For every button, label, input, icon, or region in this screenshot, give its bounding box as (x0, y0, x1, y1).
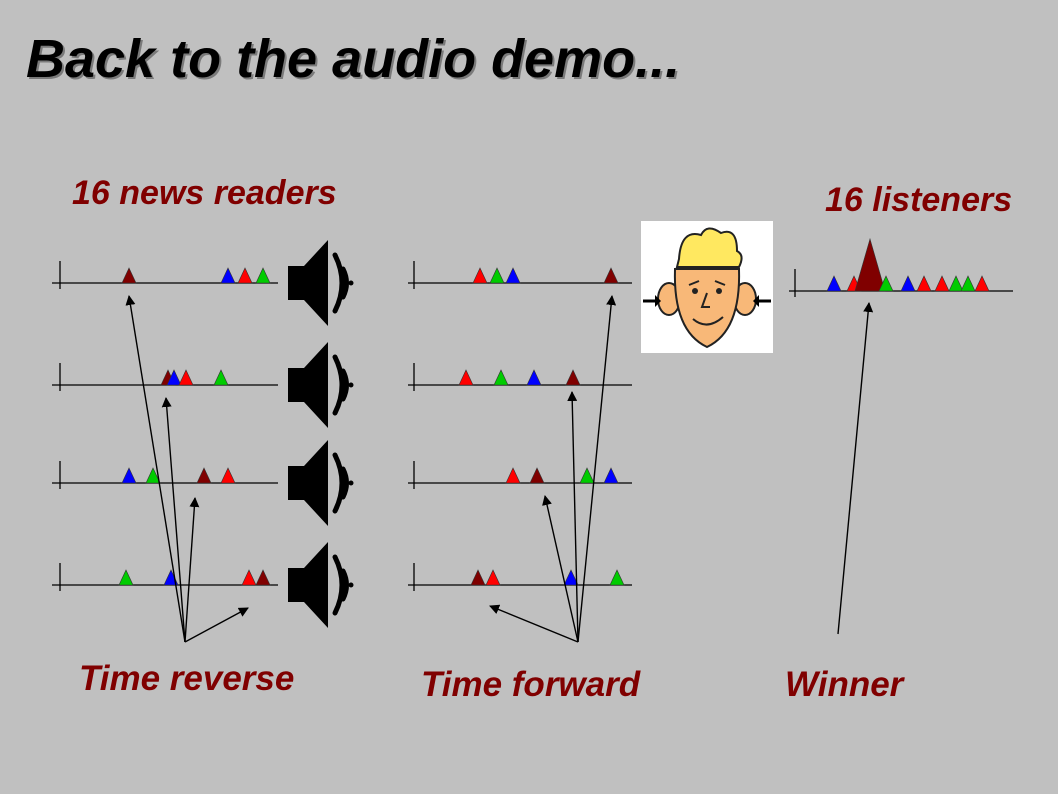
pulse-green (255, 267, 271, 284)
speaker-icon (288, 240, 354, 326)
pulse-blue (121, 467, 137, 484)
arrow (489, 604, 579, 643)
pulse-red (458, 369, 474, 386)
winner-peak-pulse (854, 237, 886, 292)
pulse-red (934, 275, 950, 292)
arrow (184, 497, 200, 643)
pulse-green (948, 275, 964, 292)
arrow (837, 302, 874, 635)
arrow (184, 607, 249, 643)
pulse-green (145, 467, 161, 484)
pulse-red (974, 275, 990, 292)
pulse-red (241, 569, 257, 586)
pulse-green (579, 467, 595, 484)
pulse-red (220, 467, 236, 484)
pulse-green (489, 267, 505, 284)
pulse-green (118, 569, 134, 586)
arrow (542, 495, 579, 643)
speaker-icon (288, 542, 354, 628)
pulse-blue (526, 369, 542, 386)
pulse-red (916, 275, 932, 292)
time-reverse-label: Time reverse (79, 659, 295, 698)
winner-label: Winner (785, 665, 904, 704)
arrow (577, 295, 617, 643)
pulse-dark-red (470, 569, 486, 586)
pulse-blue (826, 275, 842, 292)
pulse-red (505, 467, 521, 484)
pulse-dark-red (565, 369, 581, 386)
pulse-blue (900, 275, 916, 292)
pulse-dark-red (255, 569, 271, 586)
pulse-red (237, 267, 253, 284)
pulse-red (178, 369, 194, 386)
pulse-dark-red (196, 467, 212, 484)
pulse-red (485, 569, 501, 586)
arrow (567, 391, 579, 643)
arrow (161, 397, 186, 643)
pulse-blue (505, 267, 521, 284)
listener-face-icon (641, 221, 773, 353)
pulse-blue (563, 569, 579, 586)
slide-title: Back to the audio demo... (26, 29, 681, 89)
pulse-green (213, 369, 229, 386)
pulse-dark-red (603, 267, 619, 284)
pulse-green (609, 569, 625, 586)
news-readers-label: 16 news readers (72, 174, 337, 212)
pulse-dark-red (529, 467, 545, 484)
pulse-blue (220, 267, 236, 284)
pulse-green (878, 275, 894, 292)
listeners-label: 16 listeners (825, 181, 1013, 219)
pulse-green (960, 275, 976, 292)
speaker-icon (288, 440, 354, 526)
pulse-dark-red (121, 267, 137, 284)
pulse-green (493, 369, 509, 386)
time-forward-label: Time forward (421, 665, 641, 704)
pulse-blue (166, 369, 182, 386)
pulse-blue (603, 467, 619, 484)
arrow (125, 295, 186, 643)
speaker-icon (288, 342, 354, 428)
pulse-red (472, 267, 488, 284)
